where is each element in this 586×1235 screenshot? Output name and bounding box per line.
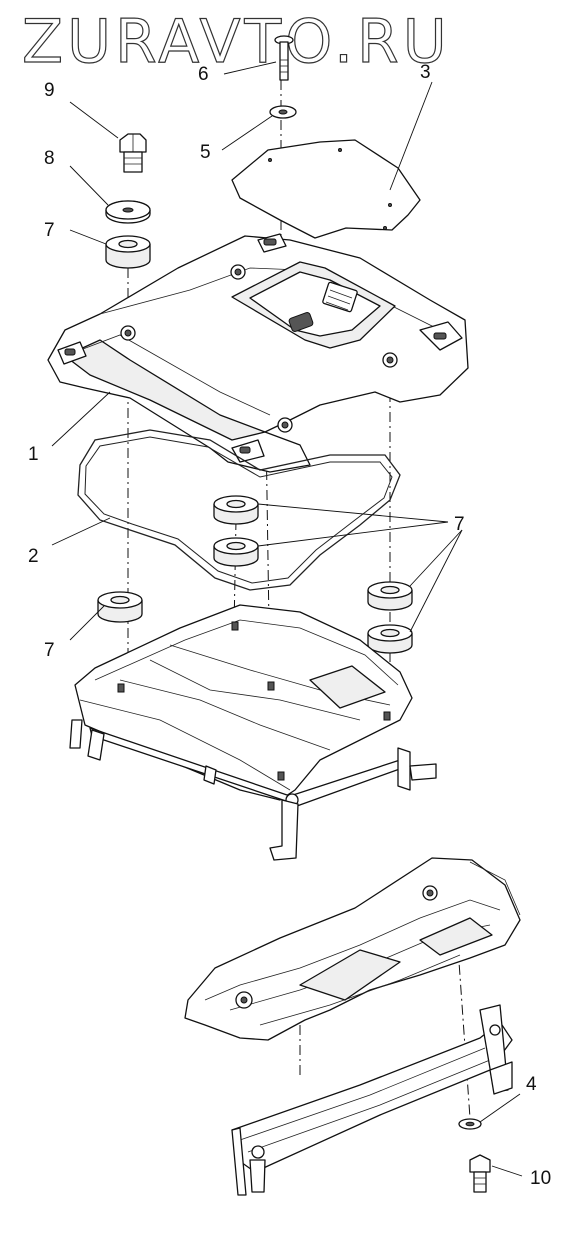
part-4-washer [458,1118,482,1130]
part-1-cover-plate [47,233,469,473]
part-5-washer [269,105,297,119]
part-3-cover-sheet [231,139,421,239]
watermark-text: ZURAVTO.RU [22,7,451,77]
part-2-gasket [77,429,401,591]
part-10-bolt [469,1154,491,1193]
callout-7-right: 7 [454,514,465,535]
part-7-spacer-left-lower [97,591,143,623]
lower-crossmember [231,1004,513,1196]
callout-4: 4 [526,1074,537,1095]
part-7-spacer-mid-lower [213,537,259,567]
leader-lines [51,61,523,1177]
callout-10: 10 [530,1168,551,1189]
callout-7-left: 7 [44,640,55,661]
callout-9: 9 [44,80,55,101]
part-7-spacer-right-lower [367,624,413,654]
callout-3: 3 [420,62,431,83]
part-6-bolt [274,35,294,81]
callout-labels: 9 8 7 6 5 3 1 2 7 7 4 10 [28,62,551,1189]
mounting-frame [69,604,437,861]
callout-5: 5 [200,142,211,163]
part-7-spacer-mid-upper [213,495,259,525]
callout-1: 1 [28,444,39,465]
callout-6: 6 [198,64,209,85]
part-7-spacer-top [105,235,151,269]
callout-7-top: 7 [44,220,55,241]
lower-shell [184,857,521,1041]
callout-2: 2 [28,546,39,567]
part-8-washer [105,200,151,224]
callout-8: 8 [44,148,55,169]
part-7-spacer-right-upper [367,581,413,611]
part-9-hex-bolt [119,133,147,173]
